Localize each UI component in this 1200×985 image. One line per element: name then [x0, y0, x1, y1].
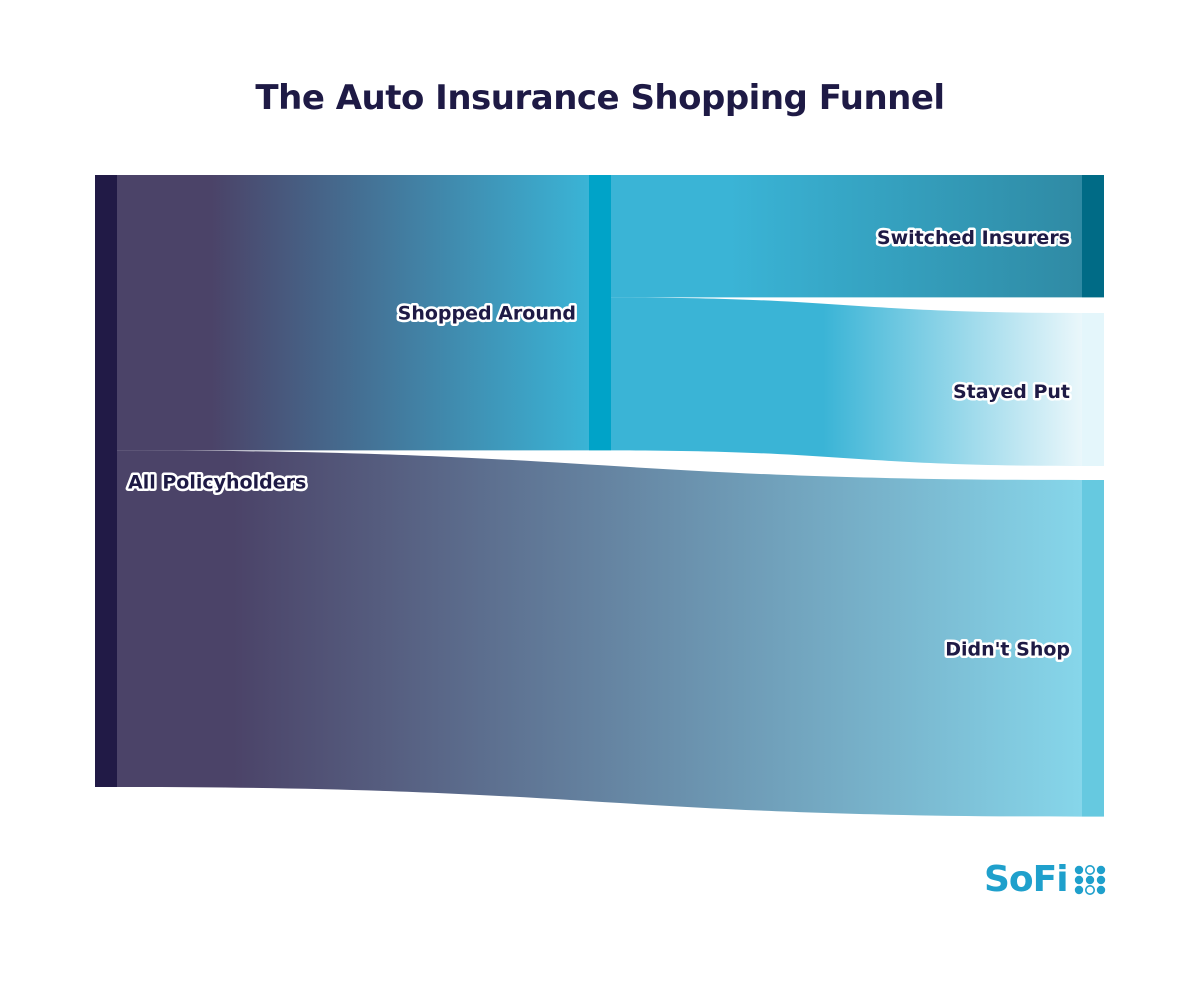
- logo-dot: [1096, 875, 1105, 885]
- logo-dot: [1074, 885, 1083, 895]
- logo-dot: [1074, 875, 1083, 885]
- link-all-to-didnt: [117, 450, 1082, 817]
- logo-dot: [1085, 875, 1094, 885]
- link-shopped-to-switched: [611, 175, 1082, 298]
- node-label-switched: Switched Insurers: [877, 227, 1070, 249]
- link-all-to-shopped: [117, 175, 589, 451]
- chart-title: The Auto Insurance Shopping Funnel: [255, 78, 945, 118]
- node-label-shopped: Shopped Around: [398, 303, 576, 325]
- brand-name: SoFi: [984, 859, 1069, 900]
- node-label-didnt: Didn't Shop: [945, 638, 1070, 660]
- node-switched: [1082, 175, 1104, 298]
- logo-dot: [1084, 884, 1095, 895]
- link-shopped-to-stayed: [611, 297, 1082, 466]
- node-all: [95, 175, 117, 787]
- logo-dot: [1096, 865, 1105, 875]
- logo-dot: [1074, 865, 1083, 875]
- brand-logo: SoFi: [984, 860, 1108, 900]
- logo-dot: [1096, 885, 1105, 895]
- node-didnt: [1082, 480, 1104, 817]
- node-label-all: All Policyholders: [128, 471, 306, 493]
- node-label-stayed: Stayed Put: [953, 381, 1070, 403]
- sofi-dots-logo-icon: [1074, 865, 1105, 895]
- node-stayed: [1082, 313, 1104, 466]
- logo-dot: [1084, 865, 1095, 875]
- node-shopped: [589, 175, 611, 451]
